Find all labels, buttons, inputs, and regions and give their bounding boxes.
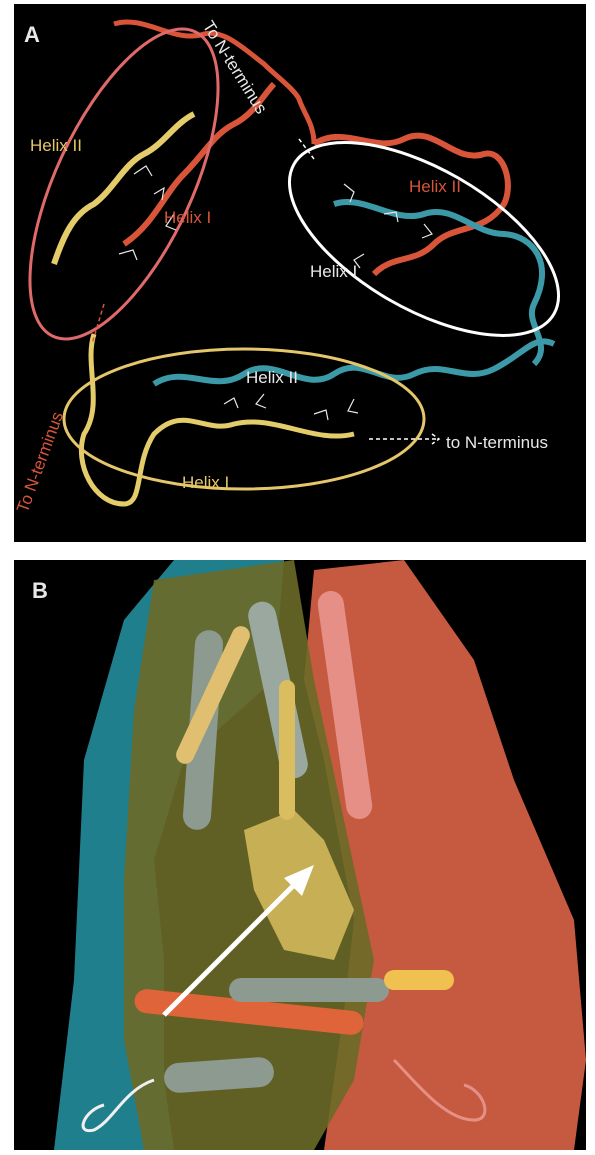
dashed-arrow-right [369, 434, 439, 444]
cylinder-yellow-2 [279, 680, 295, 820]
protein-cylinder-figure-b [14, 560, 586, 1150]
panel-a: A Helix II Helix I Helix II Helix I Heli… [14, 4, 586, 542]
label-bottom-helix-ii: Helix II [246, 369, 298, 386]
cylinder-grey-3 [229, 978, 389, 1002]
protein-ribbon-figure-a [14, 4, 586, 542]
label-to-n-terminus-right: to N-terminus [446, 434, 548, 451]
label-left-helix-i: Helix I [164, 209, 211, 226]
label-right-helix-i: Helix I [310, 263, 357, 280]
panel-letter-b: B [32, 578, 48, 604]
cylinder-yellow-3 [384, 970, 454, 990]
label-left-helix-ii: Helix II [30, 137, 82, 154]
yellow-ellipse [64, 349, 424, 489]
label-right-helix-ii: Helix II [409, 178, 461, 195]
label-bottom-helix-i: Helix I [182, 474, 229, 491]
panel-letter-a: A [24, 22, 40, 48]
panel-b: B [14, 560, 586, 1150]
